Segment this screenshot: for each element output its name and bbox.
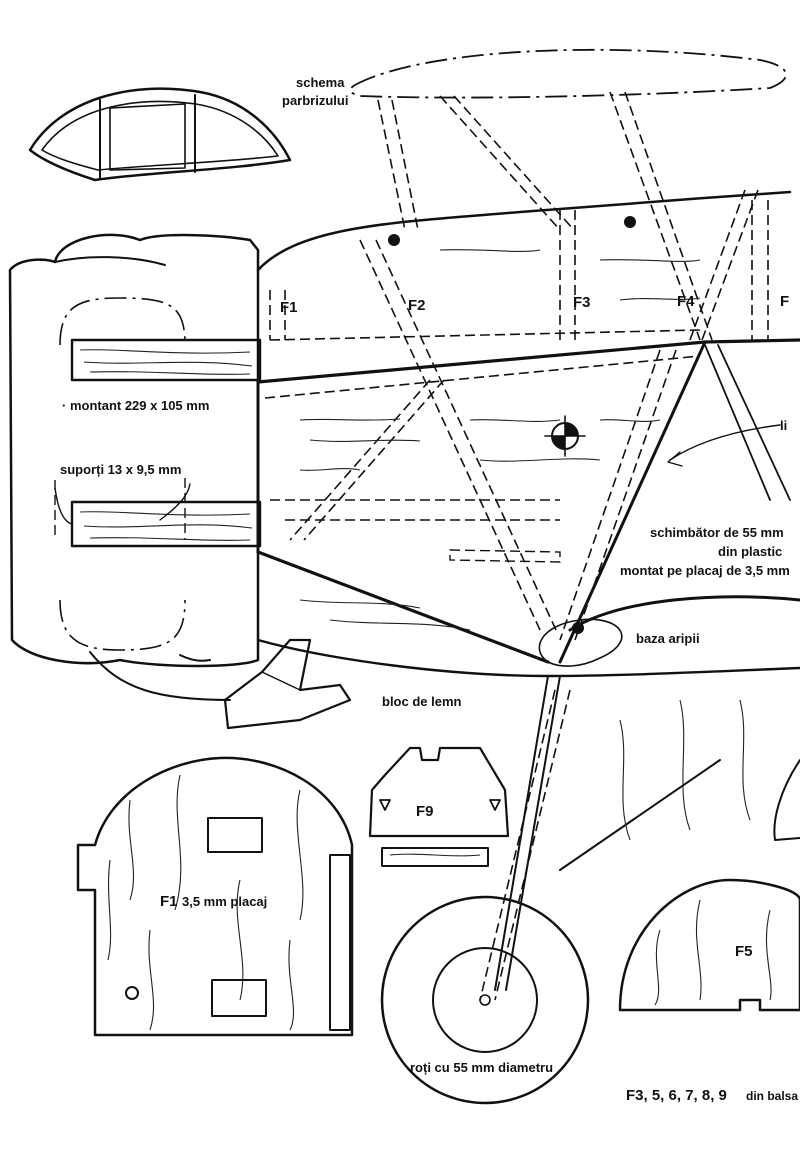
upper-wing-outline (349, 48, 787, 99)
label-f5: F5 (735, 943, 753, 960)
label-li: li (780, 418, 787, 433)
bolt-marker (624, 216, 636, 228)
wheel (380, 895, 590, 1105)
label-f1-part-note: 3,5 mm placaj (182, 894, 267, 909)
label-schimbator-line2: din plastic (718, 544, 782, 559)
label-footer-note: din balsa (746, 1089, 798, 1103)
label-schema-line2: parbrizului (282, 93, 348, 108)
lower-wing-grain (619, 699, 751, 841)
center-of-gravity-icon (544, 415, 586, 457)
label-suporti: suporți 13 x 9,5 mm (60, 462, 181, 477)
label-baza-aripii: baza aripii (636, 631, 700, 646)
label-schema-line1: schema (296, 75, 345, 90)
part-f1 (76, 756, 354, 1037)
label-schimbator-line3: montat pe placaj de 3,5 mm (620, 563, 790, 578)
label-bloc-de-lemn: bloc de lemn (382, 694, 462, 709)
bolt-marker (388, 234, 400, 246)
undercarriage (223, 638, 721, 1001)
fuselage-side (256, 190, 800, 678)
engine-cowl (8, 233, 262, 701)
label-f2-station: F2 (408, 297, 426, 314)
label-f1-station: F1 (280, 299, 298, 316)
cabane-struts (377, 91, 759, 341)
label-f1-part: F1 (160, 893, 178, 910)
bolt-marker (572, 622, 584, 634)
label-montant: · montant 229 x 105 mm (62, 398, 209, 413)
label-roti: roți cu 55 mm diametru (410, 1060, 553, 1075)
windshield-schema (28, 87, 292, 182)
label-f9: F9 (416, 803, 434, 820)
label-schimbator-line1: schimbător de 55 mm (650, 525, 784, 540)
label-f3-station: F3 (573, 294, 591, 311)
label-f-cut-station: F (780, 293, 789, 310)
label-f4-station: F4 (677, 293, 695, 310)
part-f5 (618, 759, 800, 1012)
part-f9 (368, 746, 510, 867)
label-footer-parts: F3, 5, 6, 7, 8, 9 (626, 1087, 727, 1104)
